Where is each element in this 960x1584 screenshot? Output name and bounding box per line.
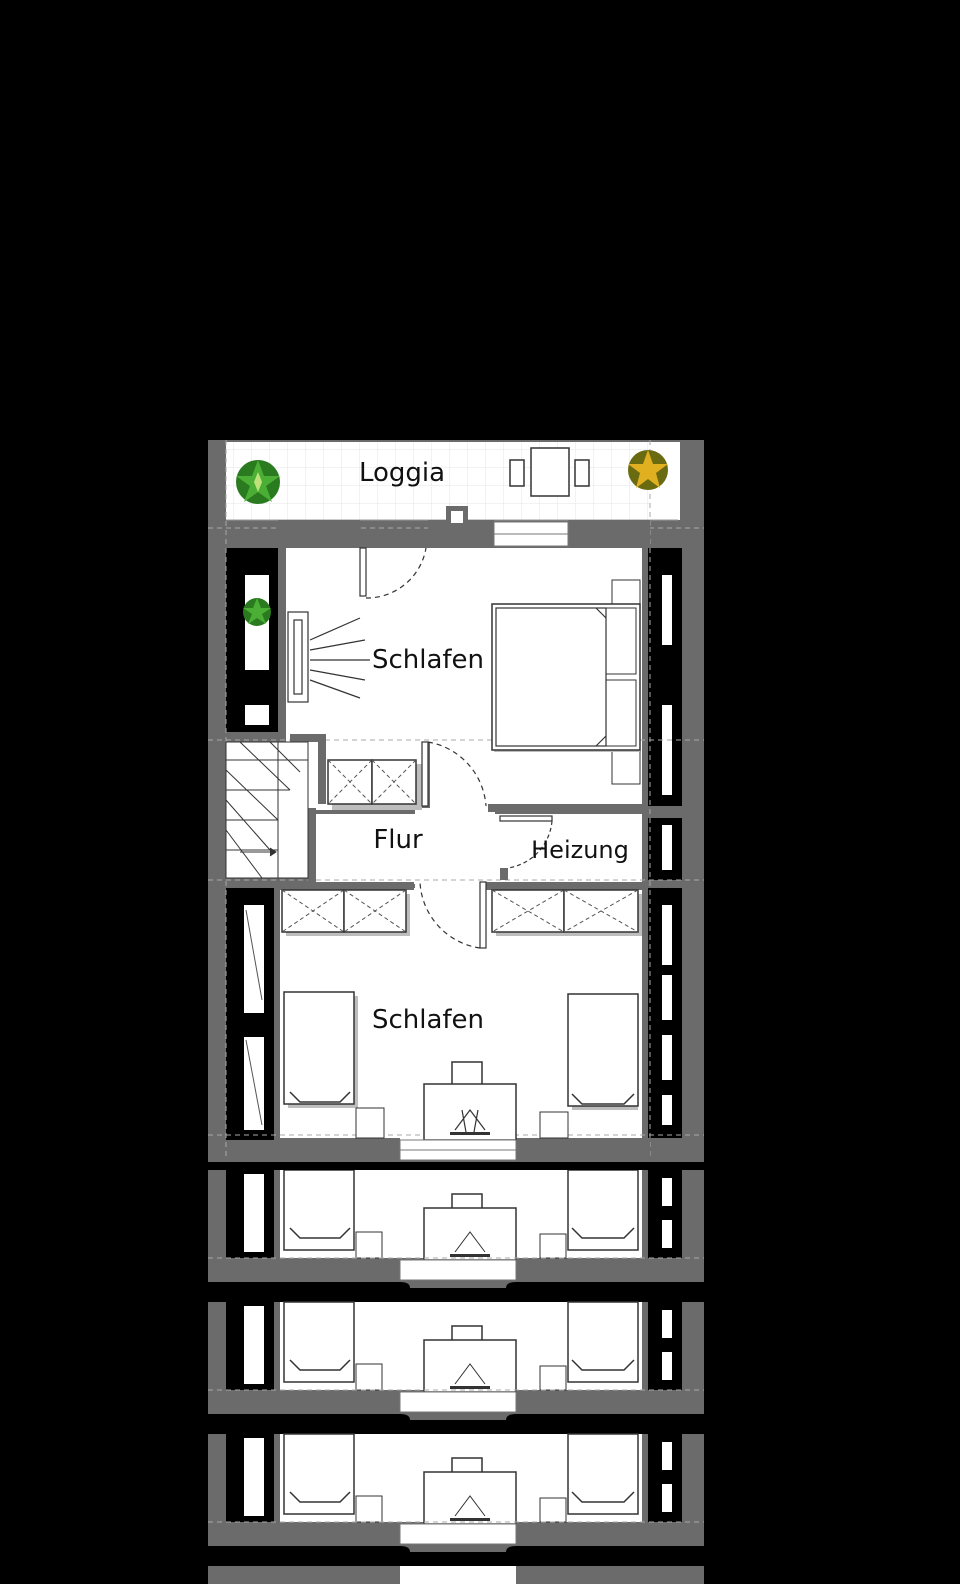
heizung-floor [500, 814, 642, 884]
room-label-schlafen-lower: Schlafen [372, 1005, 484, 1035]
desk-icon [423, 1061, 517, 1141]
table-icon [509, 447, 590, 497]
bed-icon [539, 1433, 639, 1523]
plant-icon [243, 598, 271, 626]
room-label-schlafen-upper: Schlafen [372, 645, 484, 675]
desk-icon [423, 1325, 517, 1393]
right-facade [648, 548, 682, 1138]
room-label-flur: Flur [373, 825, 423, 855]
repeated-section [208, 1301, 704, 1426]
bed-icon [283, 1301, 383, 1391]
chimney-icon [446, 506, 468, 528]
room-label-heizung: Heizung [531, 836, 629, 864]
door-swing-icon [359, 547, 427, 599]
desk-icon [423, 1457, 517, 1525]
bed-icon [539, 993, 639, 1139]
stairs-icon [225, 741, 309, 879]
bed-icon [539, 1301, 639, 1391]
repeated-section [208, 1433, 704, 1558]
bed-icon [283, 1433, 383, 1523]
plant-icon [628, 450, 668, 490]
repeated-section [208, 1169, 704, 1294]
window-icon [244, 905, 264, 1013]
desk-icon [423, 1193, 517, 1261]
tv-icon [287, 611, 370, 703]
room-label-loggia: Loggia [359, 458, 445, 488]
wardrobe-icon [281, 889, 410, 936]
left-facade [226, 548, 278, 1140]
repeated-sections [208, 1162, 704, 1584]
plant-icon [236, 460, 280, 504]
window-icon [245, 705, 269, 725]
wardrobe-icon [491, 889, 642, 936]
door-swing-icon [499, 815, 553, 880]
bed-icon [283, 991, 385, 1139]
window-icon [493, 521, 569, 547]
bed-icon [283, 1169, 383, 1259]
wardrobe-icon [327, 759, 422, 810]
bed-icon [491, 579, 641, 785]
bed-icon [539, 1169, 639, 1259]
window-icon [399, 1139, 517, 1161]
door-swing-icon [419, 741, 487, 949]
